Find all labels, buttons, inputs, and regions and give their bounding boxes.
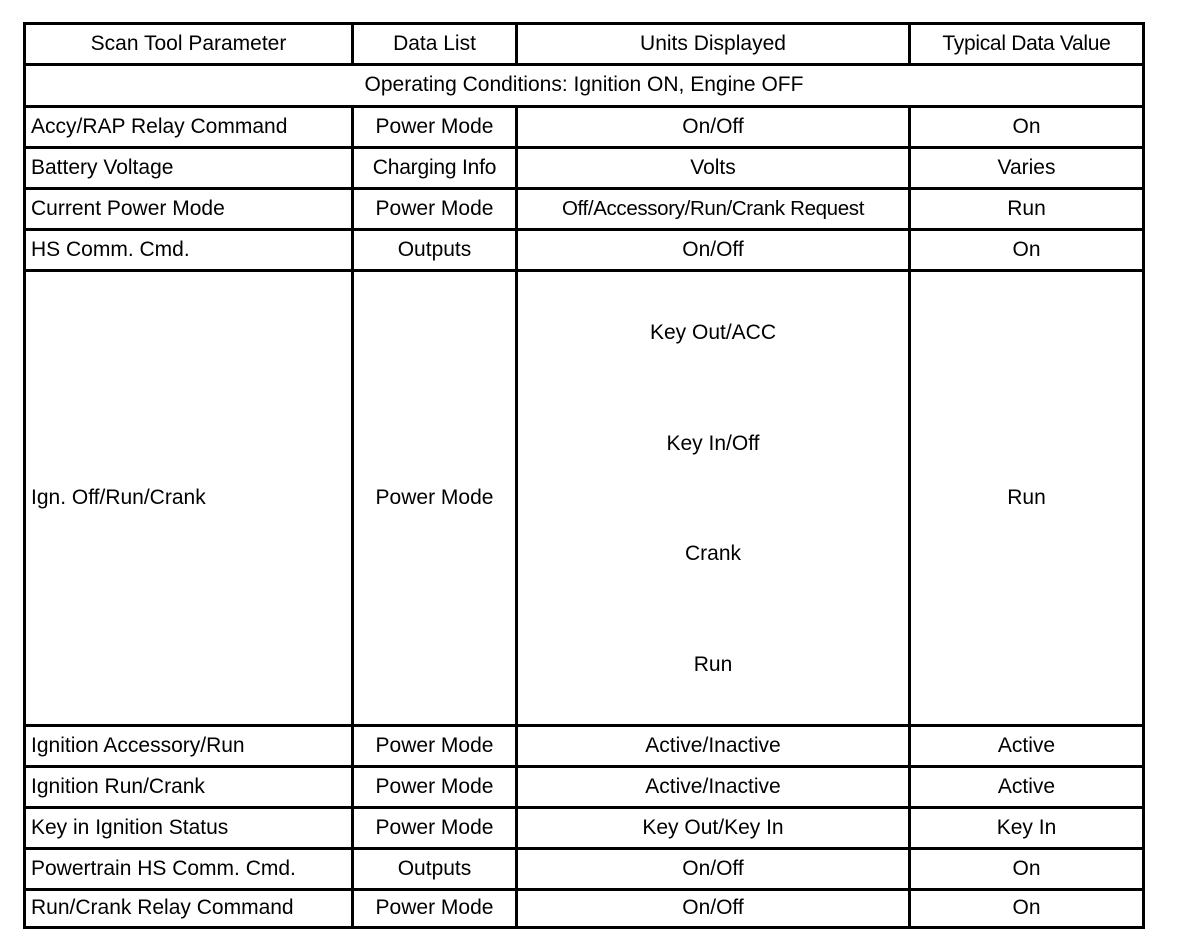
table-row-ign-off-run-crank: Ign. Off/Run/Crank Power Mode Key Out/AC…: [23, 269, 1145, 724]
column-header-data-list: Data List: [351, 22, 515, 63]
table-row: Battery Voltage Charging Info Volts Vari…: [23, 146, 1145, 187]
table-body: Operating Conditions: Ignition ON, Engin…: [23, 63, 1145, 929]
cell-typical-value: On: [908, 228, 1145, 269]
cell-data-list: Power Mode: [351, 888, 515, 929]
cell-parameter: Ignition Accessory/Run: [23, 724, 351, 765]
cell-units: On/Off: [515, 105, 908, 146]
table-row: Ignition Run/Crank Power Mode Active/Ina…: [23, 765, 1145, 806]
cell-parameter: Powertrain HS Comm. Cmd.: [23, 847, 351, 888]
cell-parameter: Accy/RAP Relay Command: [23, 105, 351, 146]
cell-units: Volts: [515, 146, 908, 187]
units-line-stack: Key Out/ACC Key In/Off Crank Run: [523, 272, 903, 724]
cell-parameter: Ignition Run/Crank: [23, 765, 351, 806]
cell-typical-value: Active: [908, 765, 1145, 806]
cell-typical-value: On: [908, 847, 1145, 888]
cell-data-list: Outputs: [351, 228, 515, 269]
section-banner-row: Operating Conditions: Ignition ON, Engin…: [23, 63, 1145, 105]
cell-data-list: Charging Info: [351, 146, 515, 187]
cell-data-list: Power Mode: [351, 724, 515, 765]
table-row: Powertrain HS Comm. Cmd. Outputs On/Off …: [23, 847, 1145, 888]
table-row: Current Power Mode Power Mode Off/Access…: [23, 187, 1145, 228]
cell-units: Active/Inactive: [515, 724, 908, 765]
operating-conditions-banner: Operating Conditions: Ignition ON, Engin…: [23, 63, 1145, 105]
table-row: HS Comm. Cmd. Outputs On/Off On: [23, 228, 1145, 269]
units-line: Key Out/ACC: [649, 321, 777, 345]
cell-units: On/Off: [515, 847, 908, 888]
units-line: Run: [693, 652, 733, 676]
cell-parameter: Run/Crank Relay Command: [23, 888, 351, 929]
units-line: Crank: [684, 542, 742, 566]
table-row: Ignition Accessory/Run Power Mode Active…: [23, 724, 1145, 765]
cell-data-list: Power Mode: [351, 187, 515, 228]
table-header: Scan Tool Parameter Data List Units Disp…: [23, 22, 1145, 63]
cell-typical-value: On: [908, 888, 1145, 929]
scan-tool-parameter-table: Scan Tool Parameter Data List Units Disp…: [23, 22, 1145, 929]
cell-parameter: Current Power Mode: [23, 187, 351, 228]
cell-parameter: Ign. Off/Run/Crank: [23, 269, 351, 724]
cell-typical-value: Varies: [908, 146, 1145, 187]
cell-typical-value: Run: [908, 269, 1145, 724]
cell-data-list: Power Mode: [351, 105, 515, 146]
units-line: Key In/Off: [666, 431, 760, 455]
cell-data-list: Power Mode: [351, 269, 515, 724]
cell-units: Key Out/Key In: [515, 806, 908, 847]
cell-typical-value: Run: [908, 187, 1145, 228]
cell-parameter: HS Comm. Cmd.: [23, 228, 351, 269]
table-row: Key in Ignition Status Power Mode Key Ou…: [23, 806, 1145, 847]
cell-typical-value: On: [908, 105, 1145, 146]
cell-units: Off/Accessory/Run/Crank Request: [515, 187, 908, 228]
column-header-scan-tool-parameter: Scan Tool Parameter: [23, 22, 351, 63]
cell-units: Active/Inactive: [515, 765, 908, 806]
table-row: Run/Crank Relay Command Power Mode On/Of…: [23, 888, 1145, 929]
cell-parameter: Key in Ignition Status: [23, 806, 351, 847]
table-row: Accy/RAP Relay Command Power Mode On/Off…: [23, 105, 1145, 146]
cell-data-list: Power Mode: [351, 765, 515, 806]
header-row: Scan Tool Parameter Data List Units Disp…: [23, 22, 1145, 63]
column-header-units-displayed: Units Displayed: [515, 22, 908, 63]
cell-units: On/Off: [515, 228, 908, 269]
cell-units: On/Off: [515, 888, 908, 929]
cell-typical-value: Active: [908, 724, 1145, 765]
cell-data-list: Outputs: [351, 847, 515, 888]
cell-typical-value: Key In: [908, 806, 1145, 847]
cell-data-list: Power Mode: [351, 806, 515, 847]
column-header-typical-data-value: Typical Data Value: [908, 22, 1145, 63]
cell-parameter: Battery Voltage: [23, 146, 351, 187]
cell-units-multiline: Key Out/ACC Key In/Off Crank Run: [515, 269, 908, 724]
